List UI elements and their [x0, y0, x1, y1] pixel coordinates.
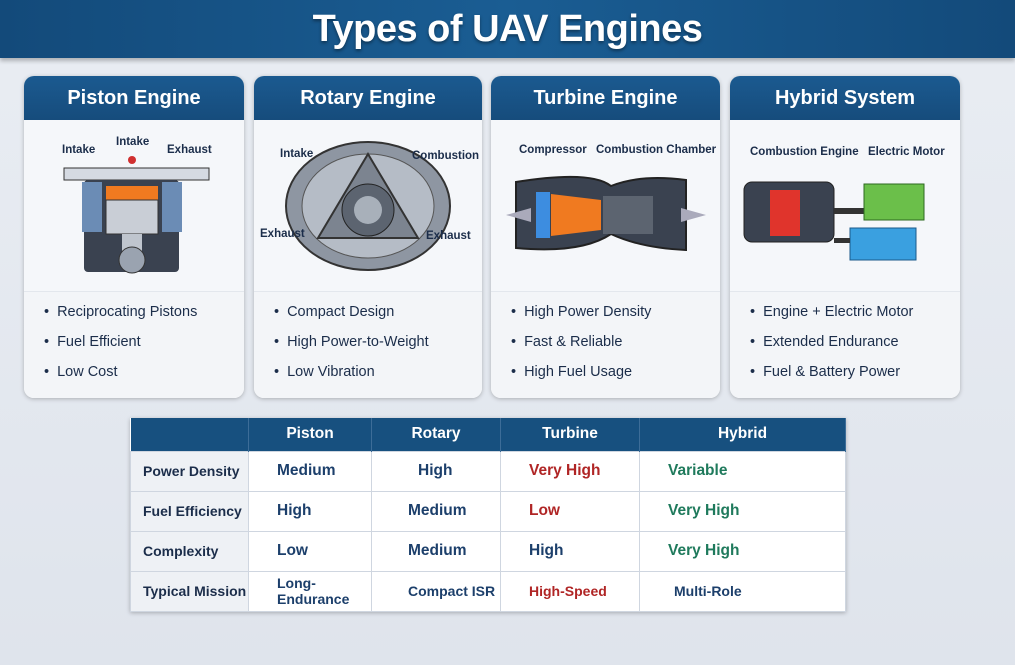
piston-engine-illustration: Intake Intake Exhaust — [24, 120, 244, 292]
label: Compressor — [519, 144, 587, 156]
comparison-table: Piston Rotary Turbine Hybrid Power Densi… — [130, 418, 846, 612]
rotary-icon — [285, 141, 451, 271]
list-item: Extended Endurance — [750, 330, 960, 360]
label: Intake — [116, 136, 150, 148]
card-title: Turbine Engine — [491, 76, 720, 120]
list-item: Fuel & Battery Power — [750, 360, 960, 390]
table-row: Power Density Medium High Very High Vari… — [130, 450, 846, 492]
header-cell: Turbine — [500, 418, 640, 451]
list-item: High Power-to-Weight — [274, 330, 482, 360]
list-item: Compact Design — [274, 300, 482, 330]
cell: Very High — [500, 450, 640, 492]
cell: High-Speed — [500, 570, 640, 612]
cell: High — [248, 490, 372, 532]
row-label: Power Density — [130, 450, 249, 492]
cell: Variable — [639, 450, 846, 492]
cell: Long-Endurance — [248, 570, 372, 612]
row-label: Complexity — [130, 530, 249, 572]
turbine-icon — [506, 175, 706, 252]
label: Electric Motor — [868, 146, 945, 158]
cell: Medium — [371, 530, 501, 572]
cell: Low — [248, 530, 372, 572]
header-cell: Piston — [248, 418, 372, 451]
cell: Medium — [248, 450, 372, 492]
list-item: Reciprocating Pistons — [44, 300, 244, 330]
card-title: Piston Engine — [24, 76, 244, 120]
list-item: Fast & Reliable — [511, 330, 720, 360]
card-title: Rotary Engine — [254, 76, 482, 120]
list-item: High Fuel Usage — [511, 360, 720, 390]
card-turbine-engine: Turbine Engine Compressor Combustion Cha… — [491, 76, 720, 398]
cell: High — [500, 530, 640, 572]
piston-icon — [63, 156, 210, 274]
table-header-row: Piston Rotary Turbine Hybrid — [130, 418, 846, 451]
feature-list: High Power Density Fast & Reliable High … — [491, 292, 720, 398]
cell: Low — [500, 490, 640, 532]
list-item: Low Cost — [44, 360, 244, 390]
card-hybrid-system: Hybrid System Combustion Engine Electric… — [730, 76, 960, 398]
feature-list: Engine + Electric Motor Extended Enduran… — [730, 292, 960, 398]
list-item: Engine + Electric Motor — [750, 300, 960, 330]
feature-list: Reciprocating Pistons Fuel Efficient Low… — [24, 292, 244, 398]
list-item: Low Vibration — [274, 360, 482, 390]
card-rotary-engine: Rotary Engine Intake Combustion Exhaust … — [254, 76, 482, 398]
label: Exhaust — [167, 144, 212, 156]
card-piston-engine: Piston Engine Intake Intake Exhaust Reci… — [24, 76, 244, 398]
page-title: Types of UAV Engines — [312, 8, 703, 50]
feature-list: Compact Design High Power-to-Weight Low … — [254, 292, 482, 398]
cell: Very High — [639, 490, 846, 532]
card-title: Hybrid System — [730, 76, 960, 120]
header-cell: Rotary — [371, 418, 501, 451]
table-row: Complexity Low Medium High Very High — [130, 530, 846, 572]
turbine-engine-illustration: Compressor Combustion Chamber — [491, 120, 720, 292]
list-item: High Power Density — [511, 300, 720, 330]
cell: High — [371, 450, 501, 492]
cell: Multi-Role — [639, 570, 846, 612]
header-cell: Hybrid — [639, 418, 846, 451]
list-item: Fuel Efficient — [44, 330, 244, 360]
hybrid-system-illustration: Combustion Engine Electric Motor — [730, 120, 960, 292]
label: Combustion Engine — [750, 146, 859, 158]
table-row: Typical Mission Long-Endurance Compact I… — [130, 570, 846, 612]
label: Exhaust — [426, 230, 471, 242]
header-cell — [130, 418, 249, 451]
table-row: Fuel Efficiency High Medium Low Very Hig… — [130, 490, 846, 532]
label: Intake — [62, 144, 96, 156]
row-label: Typical Mission — [130, 570, 249, 612]
label: Exhaust — [260, 228, 305, 240]
cell: Very High — [639, 530, 846, 572]
row-label: Fuel Efficiency — [130, 490, 249, 532]
rotary-engine-illustration: Intake Combustion Exhaust Exhaust — [254, 120, 482, 292]
label: Combustion Chamber — [596, 144, 717, 156]
cell: Compact ISR — [371, 570, 501, 612]
label: Intake — [280, 148, 314, 160]
cell: Medium — [371, 490, 501, 532]
title-banner: Types of UAV Engines — [0, 0, 1015, 58]
label: Combustion — [412, 150, 480, 162]
hybrid-icon — [743, 181, 925, 261]
